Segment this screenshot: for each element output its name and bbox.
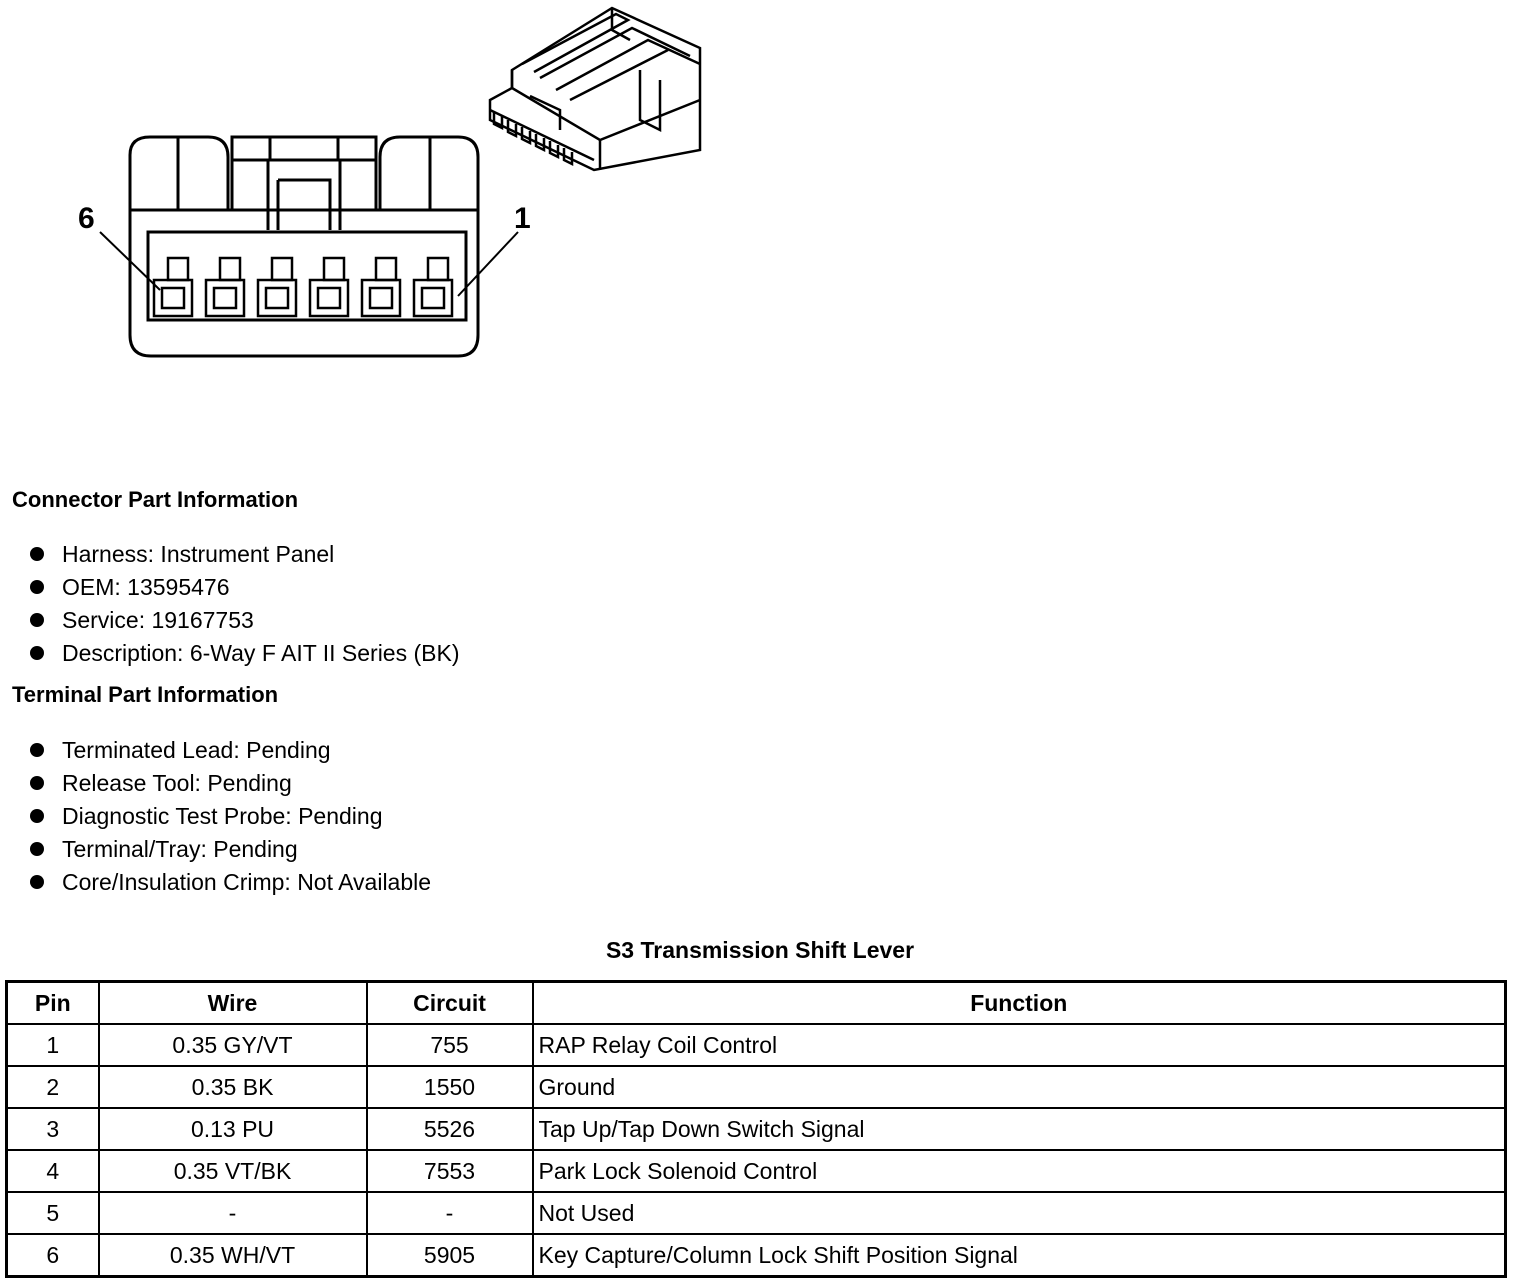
cell-wire: 0.35 VT/BK <box>97 1149 368 1193</box>
cell-circuit: - <box>365 1191 534 1235</box>
cell-wire: 0.35 WH/VT <box>97 1233 368 1278</box>
bullet-icon <box>30 809 44 823</box>
cell-wire: 0.35 BK <box>97 1065 368 1109</box>
list-item: Terminated Lead: Pending <box>28 734 431 767</box>
connector-isometric-view <box>488 6 702 172</box>
cell-wire: 0.13 PU <box>97 1107 368 1151</box>
list-item: Service: 19167753 <box>28 604 460 637</box>
pinout-table: Pin Wire Circuit Function 1 0.35 GY/VT 7… <box>5 980 1507 1278</box>
cell-function: Ground <box>531 1065 1507 1109</box>
cell-function: RAP Relay Coil Control <box>531 1023 1507 1067</box>
cell-function: Key Capture/Column Lock Shift Position S… <box>531 1233 1507 1278</box>
table-row: 4 0.35 VT/BK 7553 Park Lock Solenoid Con… <box>5 1149 1507 1193</box>
list-item: Core/Insulation Crimp: Not Available <box>28 866 431 899</box>
list-item-text: Harness: Instrument Panel <box>62 541 335 567</box>
cell-function: Park Lock Solenoid Control <box>531 1149 1507 1193</box>
bullet-icon <box>30 842 44 856</box>
cell-wire: - <box>97 1191 368 1235</box>
table-row: 3 0.13 PU 5526 Tap Up/Tap Down Switch Si… <box>5 1107 1507 1151</box>
leader-line-pin-6 <box>99 231 161 291</box>
cell-circuit: 1550 <box>365 1065 534 1109</box>
list-item: Description: 6-Way F AIT II Series (BK) <box>28 637 460 670</box>
cell-pin: 3 <box>5 1107 100 1151</box>
bullet-icon <box>30 646 44 660</box>
cell-pin: 2 <box>5 1065 100 1109</box>
table-row: 6 0.35 WH/VT 5905 Key Capture/Column Loc… <box>5 1233 1507 1278</box>
cell-function: Tap Up/Tap Down Switch Signal <box>531 1107 1507 1151</box>
cell-circuit: 5526 <box>365 1107 534 1151</box>
pin-6-label: 6 <box>78 202 95 235</box>
table-row: 5 - - Not Used <box>5 1191 1507 1235</box>
bullet-icon <box>30 613 44 627</box>
list-item-text: Description: 6-Way F AIT II Series (BK) <box>62 640 460 666</box>
cell-function: Not Used <box>531 1191 1507 1235</box>
terminal-info-heading: Terminal Part Information <box>12 682 279 707</box>
list-item: Diagnostic Test Probe: Pending <box>28 800 431 833</box>
connector-info-heading: Connector Part Information <box>12 487 299 512</box>
cell-pin: 6 <box>5 1233 100 1278</box>
connector-front-view <box>99 135 519 358</box>
list-item-text: Terminal/Tray: Pending <box>62 836 298 862</box>
connector-diagram <box>99 6 702 358</box>
cell-pin: 5 <box>5 1191 100 1235</box>
terminal-info-list: Terminated Lead: Pending Release Tool: P… <box>28 734 431 899</box>
list-item-text: Release Tool: Pending <box>62 770 292 796</box>
connector-info-list: Harness: Instrument Panel OEM: 13595476 … <box>28 538 460 670</box>
column-header-function: Function <box>531 980 1507 1025</box>
bullet-icon <box>30 580 44 594</box>
list-item-text: OEM: 13595476 <box>62 574 230 600</box>
column-header-pin: Pin <box>5 980 100 1025</box>
cell-circuit: 755 <box>365 1023 534 1067</box>
table-header-row: Pin Wire Circuit Function <box>5 980 1507 1025</box>
list-item: Harness: Instrument Panel <box>28 538 460 571</box>
cell-circuit: 5905 <box>365 1233 534 1278</box>
pin-1-label: 1 <box>514 202 531 235</box>
bullet-icon <box>30 743 44 757</box>
leader-line-pin-1 <box>457 231 519 297</box>
cell-pin: 1 <box>5 1023 100 1067</box>
table-title: S3 Transmission Shift Lever <box>605 937 915 963</box>
list-item: Release Tool: Pending <box>28 767 431 800</box>
list-item: Terminal/Tray: Pending <box>28 833 431 866</box>
terminal-cavities <box>152 256 454 318</box>
list-item: OEM: 13595476 <box>28 571 460 604</box>
list-item-text: Service: 19167753 <box>62 607 254 633</box>
table-row: 1 0.35 GY/VT 755 RAP Relay Coil Control <box>5 1023 1507 1067</box>
list-item-text: Core/Insulation Crimp: Not Available <box>62 869 432 895</box>
cell-wire: 0.35 GY/VT <box>97 1023 368 1067</box>
table-row: 2 0.35 BK 1550 Ground <box>5 1065 1507 1109</box>
column-header-wire: Wire <box>97 980 368 1025</box>
list-item-text: Terminated Lead: Pending <box>62 737 331 763</box>
bullet-icon <box>30 875 44 889</box>
bullet-icon <box>30 776 44 790</box>
list-item-text: Diagnostic Test Probe: Pending <box>62 803 383 829</box>
column-header-circuit: Circuit <box>365 980 534 1025</box>
cell-circuit: 7553 <box>365 1149 534 1193</box>
cell-pin: 4 <box>5 1149 100 1193</box>
bullet-icon <box>30 547 44 561</box>
